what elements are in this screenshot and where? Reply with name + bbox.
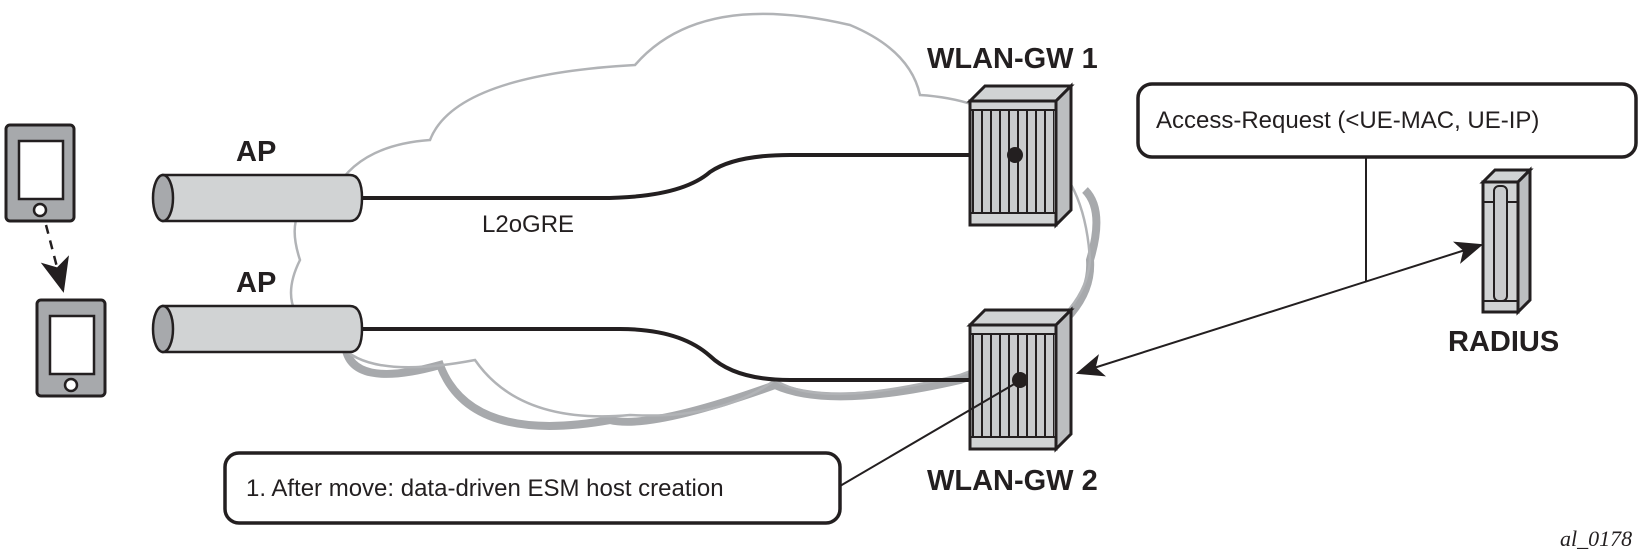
ap-label: AP	[236, 136, 276, 168]
tunnel-label: L2oGRE	[482, 211, 574, 238]
callout-leader	[839, 382, 1017, 487]
access-request-callout	[1136, 82, 1638, 159]
ap-cylinder-icon	[151, 173, 364, 223]
access-request-text: Access-Request (<UE-MAC, UE-IP)	[1156, 107, 1539, 134]
radius-server-icon	[1479, 166, 1534, 316]
tablet-icon	[4, 123, 76, 223]
tunnel-line-2	[362, 327, 1020, 382]
after-move-text: 1. After move: data-driven ESM host crea…	[246, 475, 724, 502]
after-move-callout	[223, 451, 842, 525]
tablet-icon	[35, 298, 107, 398]
ap-cylinder-icon	[151, 304, 364, 354]
gw1-label: WLAN-GW 1	[927, 43, 1098, 75]
ap-label: AP	[236, 267, 276, 299]
figure-id-label: al_0178	[1560, 526, 1632, 551]
radius-arrow	[1075, 241, 1484, 377]
gw-chassis-icon	[966, 306, 1075, 453]
gw-chassis-icon	[966, 82, 1075, 229]
tunnel-line-1	[362, 153, 1015, 200]
radius-label: RADIUS	[1448, 326, 1559, 358]
gw2-label: WLAN-GW 2	[927, 465, 1098, 497]
move-arrow	[40, 224, 69, 293]
